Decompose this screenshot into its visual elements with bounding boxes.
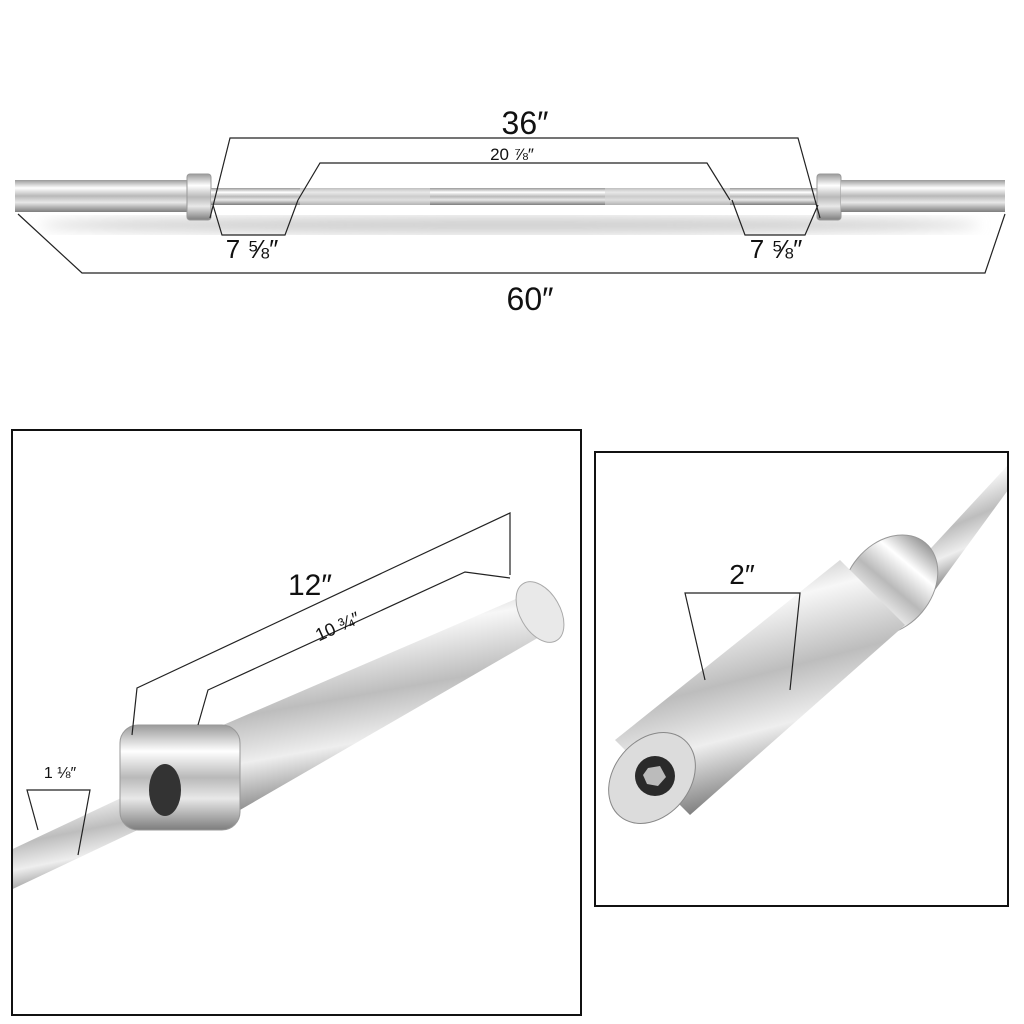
detail-collar bbox=[119, 724, 241, 831]
right-collar bbox=[816, 173, 842, 221]
end-shaft bbox=[920, 466, 1007, 590]
end-detail-panel bbox=[594, 451, 1009, 907]
right-knurl bbox=[605, 188, 730, 205]
overview-barbell bbox=[15, 173, 1005, 233]
left-segment-label: 7 ⅝″ bbox=[226, 234, 279, 264]
bar-shadow bbox=[40, 217, 980, 233]
sleeve-length-label: 12″ bbox=[288, 569, 332, 602]
left-knurl bbox=[300, 188, 430, 205]
grip-section-label: 20 ⅞″ bbox=[490, 145, 534, 164]
collar-bushing bbox=[149, 764, 181, 816]
inner-length-label: 36″ bbox=[502, 105, 549, 141]
hex-bolt-icon bbox=[643, 766, 666, 786]
right-segment-label: 7 ⅝″ bbox=[750, 234, 803, 264]
detail-sleeve bbox=[200, 595, 560, 810]
total-length-label: 60″ bbox=[507, 281, 554, 317]
shaft-diameter-label: 1 ⅛″ bbox=[44, 765, 77, 782]
sleeve-detail-panel bbox=[11, 429, 582, 1016]
left-collar bbox=[186, 173, 212, 221]
left-sleeve bbox=[15, 180, 187, 212]
sleeve-diameter-label: 2″ bbox=[729, 559, 755, 590]
sleeve-end bbox=[515, 581, 565, 643]
overview-dimension-lines bbox=[17, 137, 1006, 274]
right-sleeve bbox=[841, 180, 1005, 212]
